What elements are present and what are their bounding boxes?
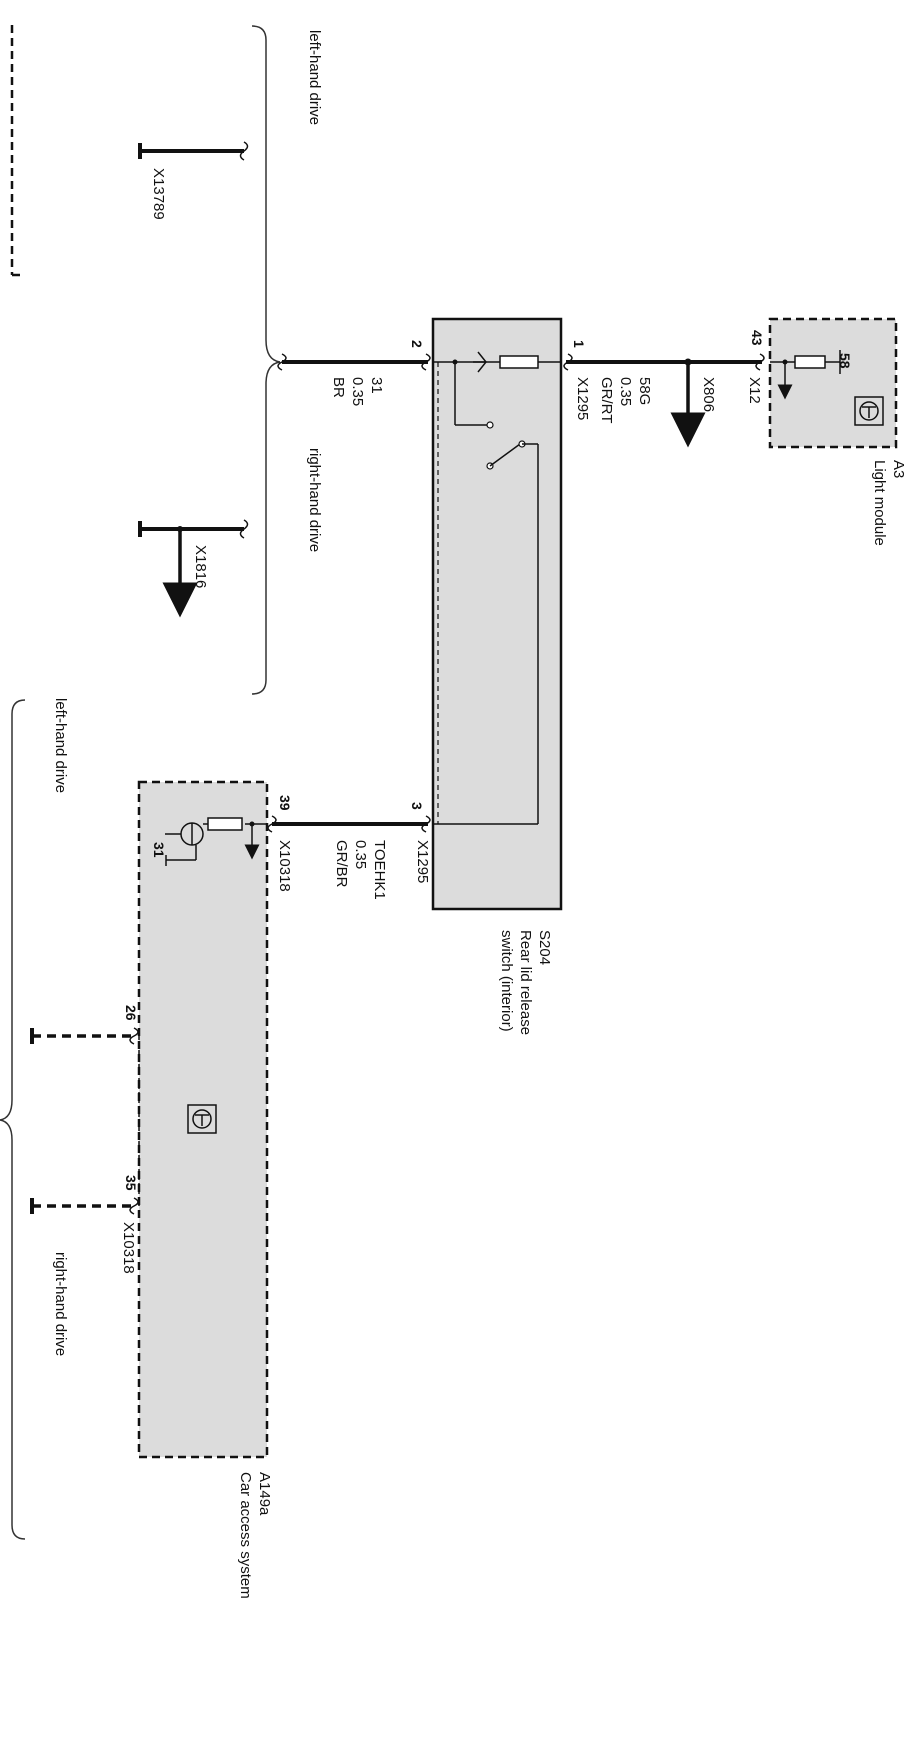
a149a-internals xyxy=(138,817,267,1206)
svg-text:X806: X806 xyxy=(700,377,717,412)
s204-pin3-connector-mark xyxy=(421,815,431,833)
variant-bottom-right-label: right-hand drive xyxy=(52,1252,69,1356)
splice-x806: X806 xyxy=(670,358,717,448)
s204-id: S204 xyxy=(536,930,553,965)
wire-58g-size: 0.35 xyxy=(617,377,634,406)
connector-x1295-top: X1295 xyxy=(574,377,591,420)
wire-31-connector-mark xyxy=(277,353,287,371)
pin-s204-1: 1 xyxy=(571,340,587,348)
wire-31-size: 0.35 xyxy=(349,377,366,406)
wire-toehk1-signal: TOEHK1 xyxy=(371,840,388,900)
a3-component-box xyxy=(768,317,898,449)
connector-x10318: X10318 xyxy=(276,840,293,892)
wire-toehk1-color: GR/BR xyxy=(333,840,350,888)
pin-a3-58: 58 xyxy=(837,353,853,369)
brace-bottom-right-hand xyxy=(0,1119,26,1540)
wire-58g-color: GR/RT xyxy=(598,377,615,423)
s204-component-box xyxy=(431,317,563,911)
pin-a3-43: 43 xyxy=(749,330,765,346)
s204-pin1-connector-mark xyxy=(563,353,573,371)
svg-text:35: 35 xyxy=(123,1175,139,1191)
s204-pin2-connector-mark xyxy=(421,353,431,371)
a3-pin43-connector-mark xyxy=(755,353,765,371)
a149a-name: Car access system xyxy=(237,1472,254,1599)
pin-s204-2: 2 xyxy=(409,340,425,348)
s204-name-line2: switch (interior) xyxy=(498,930,515,1032)
ground-x1816: X1816 xyxy=(138,519,249,618)
s204-name-line1: Rear lid release xyxy=(517,930,534,1035)
a3-internals xyxy=(770,350,884,426)
wire-pin26-lhd: 26 xyxy=(30,1005,139,1045)
variant-top-right-label: right-hand drive xyxy=(306,448,323,552)
svg-text:26: 26 xyxy=(123,1005,139,1021)
svg-text:X1816: X1816 xyxy=(192,545,209,588)
wire-toehk1-size: 0.35 xyxy=(352,840,369,869)
a149a-id: A149a xyxy=(256,1472,273,1516)
a3-id: A3 xyxy=(890,460,907,478)
svg-text:X13789: X13789 xyxy=(150,168,167,220)
variant-top-left-label: left-hand drive xyxy=(306,30,323,125)
pin-a149a-39: 39 xyxy=(277,795,293,811)
connector-x12: X12 xyxy=(746,377,763,404)
a149a-ground-31: 31 xyxy=(151,842,167,858)
a3-name: Light module xyxy=(871,460,888,546)
connector-x1295-bottom: X1295 xyxy=(414,840,431,883)
ground-x13789: X13789 xyxy=(138,141,249,220)
brace-top-left-hand xyxy=(251,25,281,363)
brace-top-right-hand xyxy=(251,361,281,695)
s204-internals xyxy=(433,351,561,825)
wire-31-signal: 31 xyxy=(368,377,385,394)
variant-bottom-left-label: left-hand drive xyxy=(52,698,69,793)
wire-31-color: BR xyxy=(330,377,347,398)
svg-text:X10318: X10318 xyxy=(120,1222,137,1274)
wire-58g-signal: 58G xyxy=(636,377,653,405)
wire-pin35-rhd: 35 X10318 xyxy=(30,1175,139,1274)
pin-s204-3: 3 xyxy=(409,802,425,810)
a149a-pin39-connector-mark xyxy=(267,815,277,833)
brace-bottom-left-hand xyxy=(0,699,26,1121)
